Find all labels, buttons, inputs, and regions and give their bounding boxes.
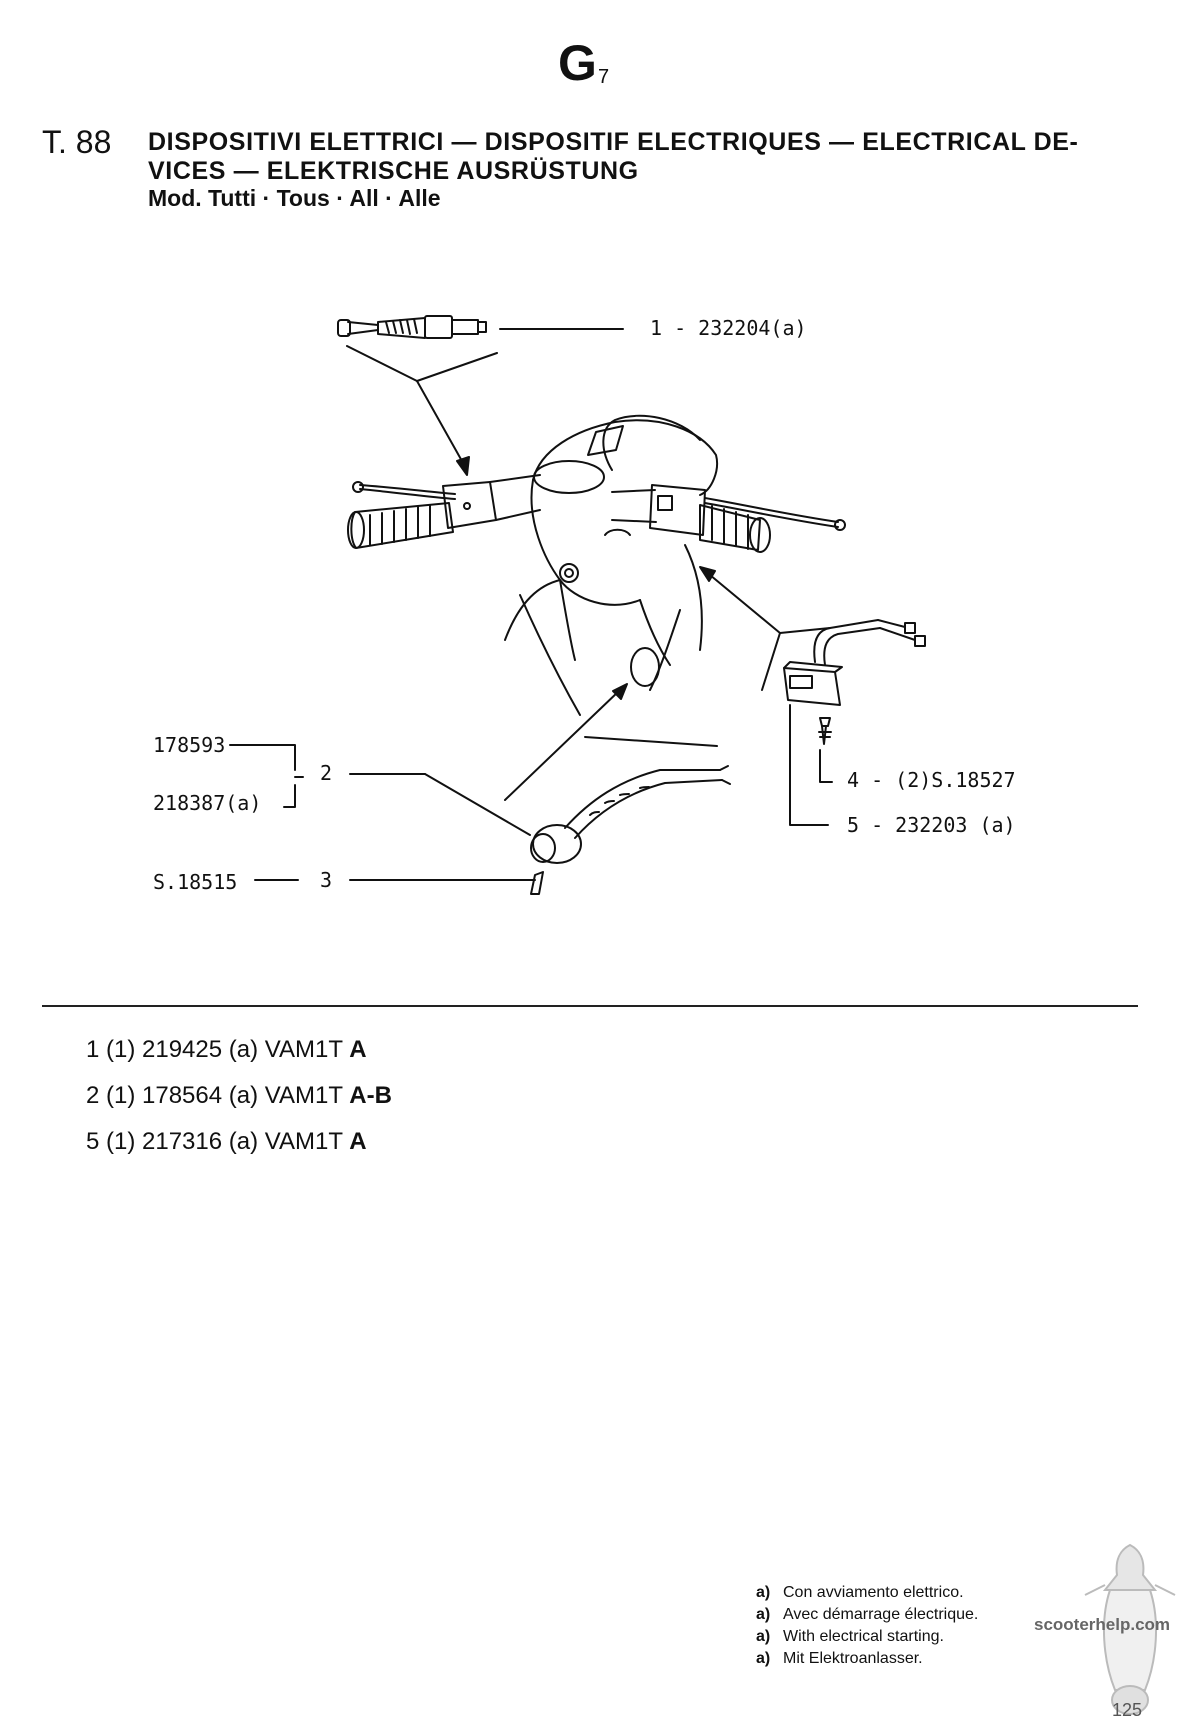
leader-2-diag (424, 773, 531, 836)
title-line-1: DISPOSITIVI ELETTRICI — DISPOSITIF ELECT… (148, 128, 1079, 156)
reference-text: 2 (1) 178564 (a) VAM1T (86, 1082, 343, 1109)
model-list: Mod. Tutti · Tous · All · Alle (148, 185, 441, 211)
footnote: a)Avec démarrage électrique. (756, 1606, 979, 1623)
footnote: a)Con avviamento elettrico. (756, 1584, 964, 1601)
footnote: a)Mit Elektroanlasser. (756, 1650, 923, 1667)
handlebar-assembly (347, 414, 846, 716)
arrow-5-shaft (703, 569, 781, 634)
footnote: a)With electrical starting. (756, 1628, 944, 1645)
bracket-5 (789, 704, 829, 826)
part-2-indicator (530, 765, 731, 864)
bracket-4 (819, 749, 833, 783)
title-line-2: VICES — ELEKTRISCHE AUSRÜSTUNG (148, 157, 639, 185)
callout-1: 1 - 232204(a) (650, 316, 807, 340)
section-letter: G (558, 35, 597, 91)
part-1-switch (337, 315, 487, 339)
arrow-5-head (699, 566, 716, 582)
page-number: 125 (1112, 1700, 1143, 1720)
arrow-1-shaft (416, 380, 468, 471)
callout-5: 5 - 232203 (a) (847, 813, 1016, 837)
reference-variant: A (349, 1036, 367, 1063)
section-divider (42, 1005, 1138, 1007)
watermark-text: scooterhelp.com (1034, 1615, 1171, 1634)
callout-3-number: 3 (320, 868, 333, 892)
reference-text: 1 (1) 219425 (a) VAM1T (86, 1036, 343, 1063)
section-subscript: 7 (598, 66, 610, 88)
reference-row: 2 (1) 178564 (a) VAM1T A-B (86, 1084, 392, 1108)
leader-1-left (346, 345, 418, 382)
arrow-1-head (456, 456, 470, 476)
reference-variant: A-B (349, 1082, 392, 1109)
leader-5-bottom (761, 632, 781, 691)
leader-1-right (416, 352, 498, 382)
reference-variant: A (349, 1128, 367, 1155)
callout-2-top: 178593 (153, 733, 226, 757)
arrow-2-head (612, 683, 628, 700)
callout-3-code: S.18515 (153, 870, 238, 894)
leader-5-right (779, 627, 831, 634)
table-number: T. 88 (42, 124, 112, 160)
part-5-switch (783, 619, 926, 706)
part-3-screw (530, 871, 544, 895)
callout-4: 4 - (2)S.18527 (847, 768, 1016, 792)
reference-row: 5 (1) 217316 (a) VAM1T A (86, 1130, 367, 1154)
callout-2-bottom: 218387(a) (153, 791, 262, 815)
bracket-2 (236, 744, 296, 808)
scooter-logo-icon (1084, 1543, 1176, 1715)
callout-2-number: 2 (320, 761, 333, 785)
arrow-2-shaft (504, 689, 621, 801)
reference-text: 5 (1) 217316 (a) VAM1T (86, 1128, 343, 1155)
part-4-screw (818, 717, 832, 745)
leader-2-upper (584, 736, 718, 747)
reference-row: 1 (1) 219425 (a) VAM1T A (86, 1038, 367, 1062)
footnotes: a)Con avviamento elettrico. a)Avec démar… (756, 1582, 978, 1670)
page-title: DISPOSITIVI ELETTRICI — DISPOSITIF ELECT… (148, 128, 1078, 186)
